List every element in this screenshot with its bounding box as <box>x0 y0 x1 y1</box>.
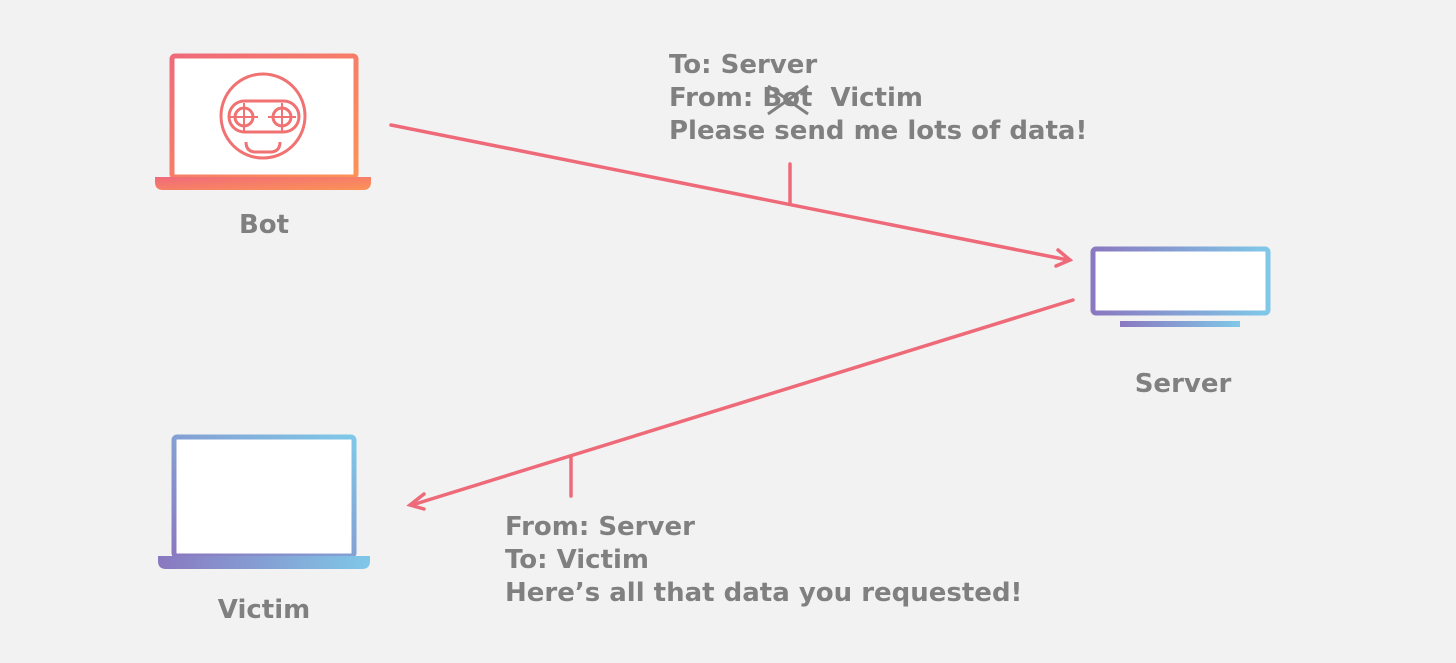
response-to-line: To: Victim <box>505 545 650 575</box>
request-from-prefix: From: <box>669 83 763 113</box>
request-from-struck: Bot <box>762 82 812 116</box>
request-arrow <box>389 123 1074 268</box>
response-body-line: Here’s all that data you requested! <box>505 578 1023 608</box>
response-arrow <box>406 298 1075 511</box>
request-to-line: To: Server <box>669 50 818 80</box>
request-from-line: From: Bot Victim <box>669 82 1087 116</box>
request-from-replacement: Victim <box>830 83 923 113</box>
bot-laptop-icon <box>155 53 371 190</box>
victim-label: Victim <box>217 595 311 625</box>
victim-laptop-icon <box>158 434 370 569</box>
response-from-line: From: Server <box>505 512 695 542</box>
bot-label: Bot <box>238 210 290 240</box>
server-label: Server <box>1134 369 1232 399</box>
request-message: To: Server From: Bot Victim Please send … <box>669 49 1087 148</box>
server-icon <box>1090 246 1271 327</box>
strike-x-icon <box>767 84 810 116</box>
request-body-line: Please send me lots of data! <box>669 116 1088 146</box>
response-message: From: Server To: Victim Here’s all that … <box>505 511 1022 610</box>
robot-face-icon <box>219 72 307 160</box>
